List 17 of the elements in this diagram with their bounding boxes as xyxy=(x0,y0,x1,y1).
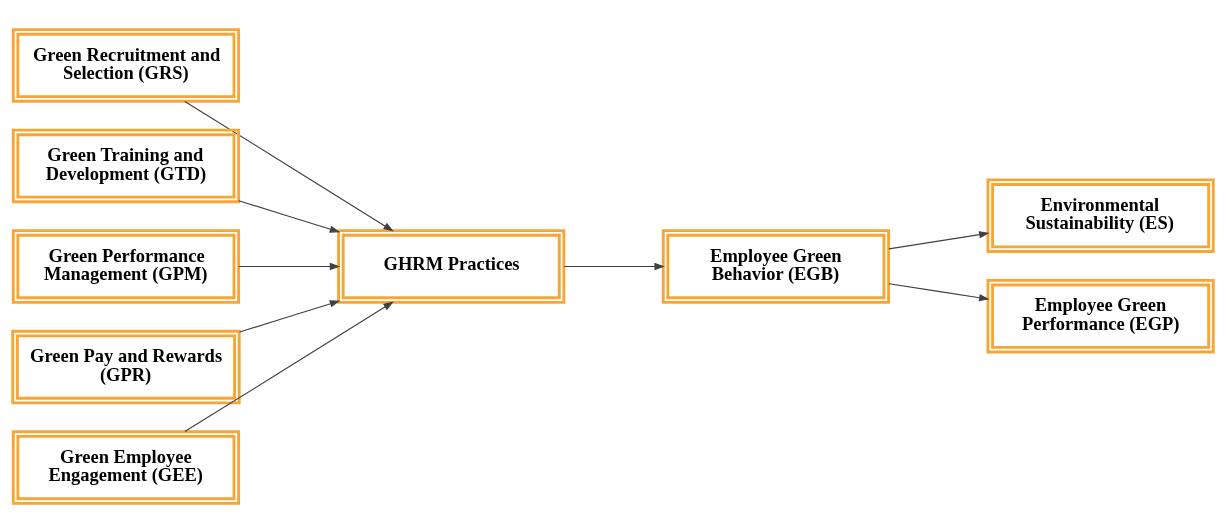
node-box: Green Employee Engagement (GEE) xyxy=(11,429,241,505)
arrow xyxy=(238,199,341,233)
node-box: Green Performance Management (GPM) xyxy=(11,228,241,304)
arrow xyxy=(184,100,394,231)
node-box: Green Training and Development (GTD) xyxy=(11,128,241,203)
arrow xyxy=(239,299,341,333)
arrow xyxy=(238,262,341,270)
node-box: Green Pay and Rewards (GPR) xyxy=(11,329,241,404)
arrow xyxy=(563,262,665,270)
node-box: Environmental Sustainability (ES) xyxy=(986,177,1215,253)
node-box: GHRM Practices xyxy=(337,228,566,304)
arrow xyxy=(184,301,394,432)
node-box: Employee Green Performance (EGP) xyxy=(986,278,1215,353)
arrow xyxy=(888,282,990,301)
node-box: Green Recruitment and Selection (GRS) xyxy=(11,27,241,103)
node-box: Employee Green Behavior (EGB) xyxy=(661,228,891,304)
arrow xyxy=(888,230,990,249)
